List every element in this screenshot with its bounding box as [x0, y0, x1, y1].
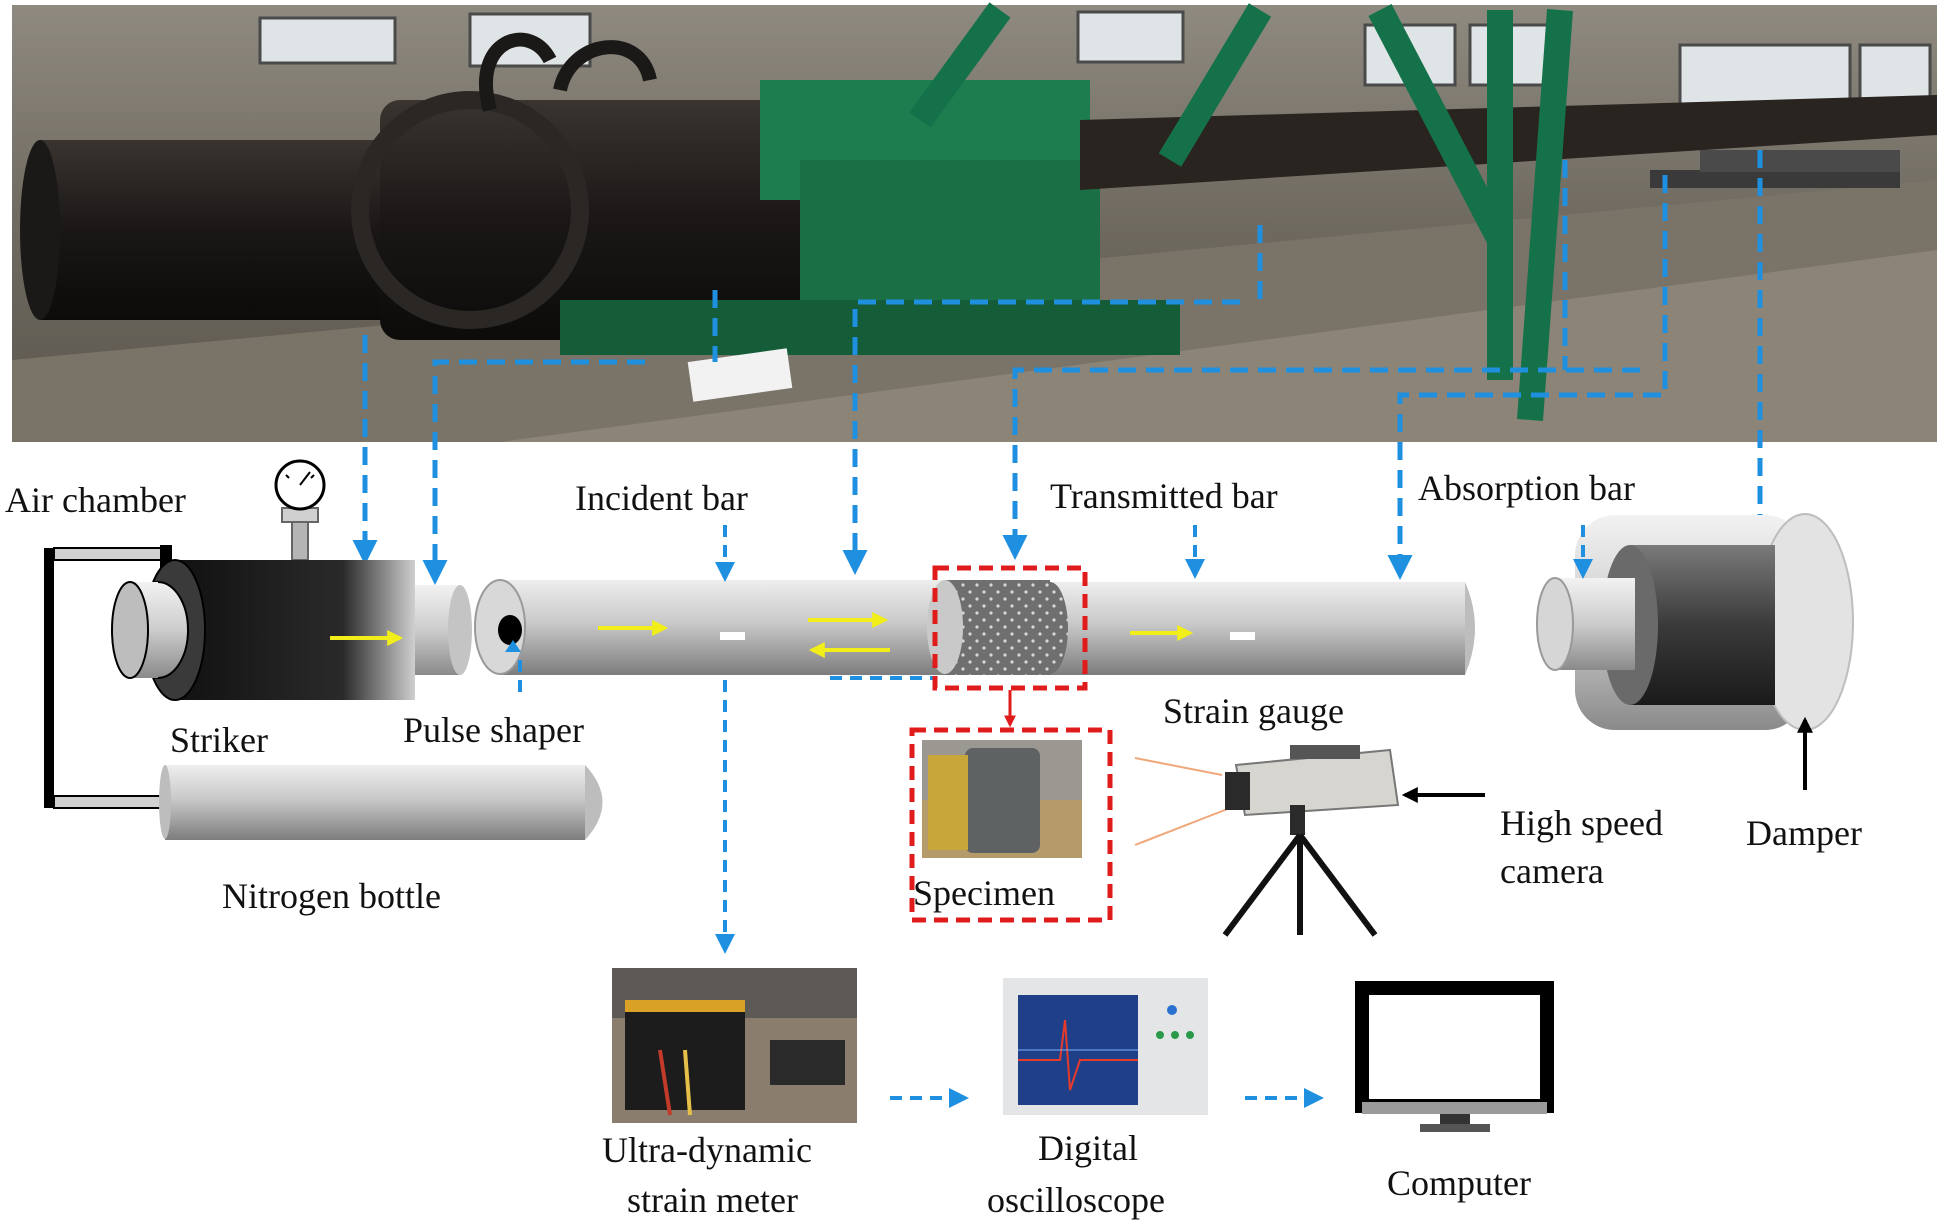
lab-photo	[12, 2, 1937, 442]
computer-icon	[1355, 981, 1554, 1132]
incident-bar	[474, 579, 945, 675]
label-absorption-bar: Absorption bar	[1418, 468, 1635, 508]
absorption-bar	[1536, 513, 1854, 790]
label-specimen: Specimen	[913, 873, 1055, 913]
label-high-speed-camera-2: camera	[1500, 851, 1604, 891]
striker	[111, 559, 472, 701]
label-computer: Computer	[1387, 1163, 1531, 1203]
label-strain-meter-2: strain meter	[627, 1180, 798, 1220]
strain-meter-photo	[612, 968, 857, 1123]
label-striker: Striker	[170, 720, 268, 760]
green-crane	[909, 2, 1573, 421]
air-chamber	[44, 459, 326, 809]
pressure-gauge-icon	[274, 459, 326, 511]
label-incident-bar: Incident bar	[575, 478, 748, 518]
transmitted-bar	[1032, 582, 1475, 675]
oscilloscope-photo	[1003, 978, 1208, 1115]
label-oscilloscope-1: Digital	[1038, 1128, 1138, 1168]
specimen-sample	[927, 580, 1050, 675]
label-strain-gauge: Strain gauge	[1163, 691, 1344, 731]
specimen-highlight	[909, 565, 1113, 923]
label-nitrogen-bottle: Nitrogen bottle	[222, 876, 441, 916]
specimen-photo	[922, 740, 1082, 858]
label-strain-meter-1: Ultra-dynamic	[602, 1130, 812, 1170]
label-high-speed-camera-1: High speed	[1500, 803, 1663, 843]
label-damper: Damper	[1746, 813, 1862, 853]
schematic-leader-lines	[518, 525, 1593, 1108]
high-speed-camera	[1134, 745, 1485, 937]
photo-leader-lines	[352, 150, 1773, 585]
label-pulse-shaper: Pulse shaper	[403, 710, 584, 750]
label-transmitted-bar: Transmitted bar	[1050, 476, 1278, 516]
nitrogen-bottle	[159, 765, 603, 840]
label-oscilloscope-2: oscilloscope	[987, 1180, 1165, 1220]
label-air-chamber: Air chamber	[5, 480, 186, 520]
